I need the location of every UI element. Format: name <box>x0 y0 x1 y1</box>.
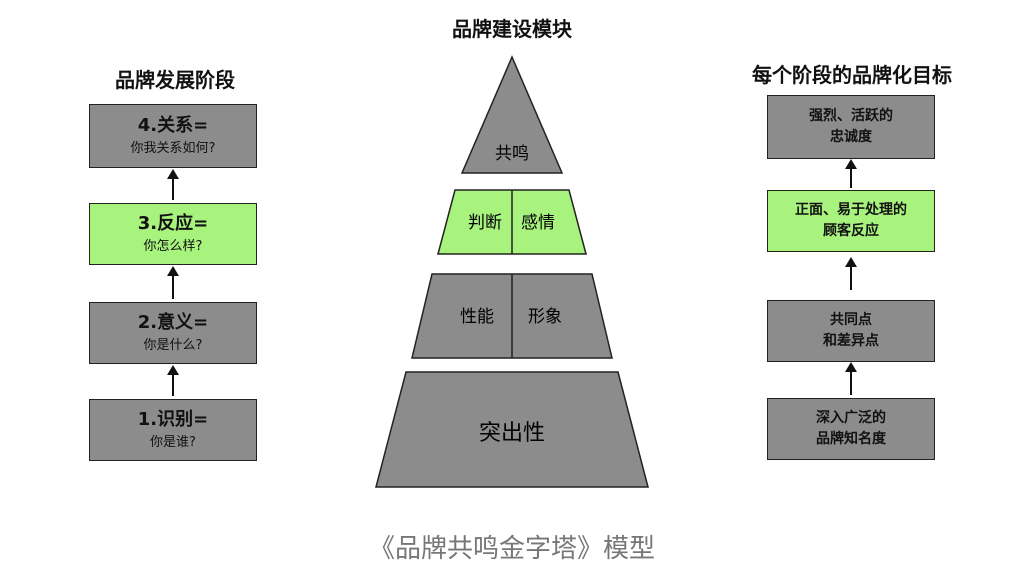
stage-question: 你怎么样? <box>143 238 203 254</box>
stage-box-meaning: 2.意义= 你是什么? <box>89 302 257 364</box>
arrow-up-icon <box>167 169 179 200</box>
goal-line: 强烈、活跃的 <box>809 108 893 124</box>
pyramid-label-resonance: 共鸣 <box>495 144 529 164</box>
pyramid-label-imagery: 形象 <box>528 307 562 327</box>
goal-box-awareness: 深入广泛的 品牌知名度 <box>767 398 935 460</box>
pyramid-base-level <box>375 371 649 488</box>
stage-box-response: 3.反应= 你怎么样? <box>89 203 257 265</box>
goal-line: 和差异点 <box>823 333 879 349</box>
arrow-up-icon <box>845 159 857 188</box>
goal-box-loyalty: 强烈、活跃的 忠诚度 <box>767 95 935 159</box>
goal-line: 共同点 <box>830 312 872 328</box>
goal-line: 正面、易于处理的 <box>795 202 907 218</box>
arrow-up-icon <box>845 362 857 395</box>
stage-box-relationship: 4.关系= 你我关系如何? <box>89 104 257 168</box>
stage-box-identity: 1.识别= 你是谁? <box>89 399 257 461</box>
arrow-up-icon <box>167 266 179 299</box>
goal-line: 深入广泛的 <box>816 410 886 426</box>
arrow-up-icon <box>845 257 857 290</box>
figure-caption: 《品牌共鸣金字塔》模型 <box>368 534 655 564</box>
arrow-up-icon <box>167 365 179 396</box>
stage-question: 你我关系如何? <box>130 140 216 156</box>
stage-question: 你是什么? <box>143 337 203 353</box>
pyramid-top-resonance <box>460 55 564 174</box>
pyramid-label-judgments: 判断 <box>468 213 502 233</box>
stages-title: 品牌发展阶段 <box>115 68 235 92</box>
pyramid-label-salience: 突出性 <box>479 421 545 446</box>
goal-box-points-of-parity: 共同点 和差异点 <box>767 300 935 362</box>
stage-title: 3.反应= <box>137 212 209 234</box>
stage-question: 你是谁? <box>150 434 196 450</box>
goal-line: 品牌知名度 <box>816 431 886 447</box>
goal-line: 忠诚度 <box>830 129 872 145</box>
stage-title: 4.关系= <box>137 114 209 136</box>
pyramid-label-feelings: 感情 <box>521 213 555 233</box>
pyramid-label-performance: 性能 <box>460 307 494 327</box>
goals-title: 每个阶段的品牌化目标 <box>752 63 952 87</box>
goal-line: 顾客反应 <box>823 223 879 239</box>
stage-title: 2.意义= <box>137 311 209 333</box>
goal-box-responses: 正面、易于处理的 顾客反应 <box>767 190 935 252</box>
stage-title: 1.识别= <box>137 408 209 430</box>
pyramid-title: 品牌建设模块 <box>452 17 572 41</box>
